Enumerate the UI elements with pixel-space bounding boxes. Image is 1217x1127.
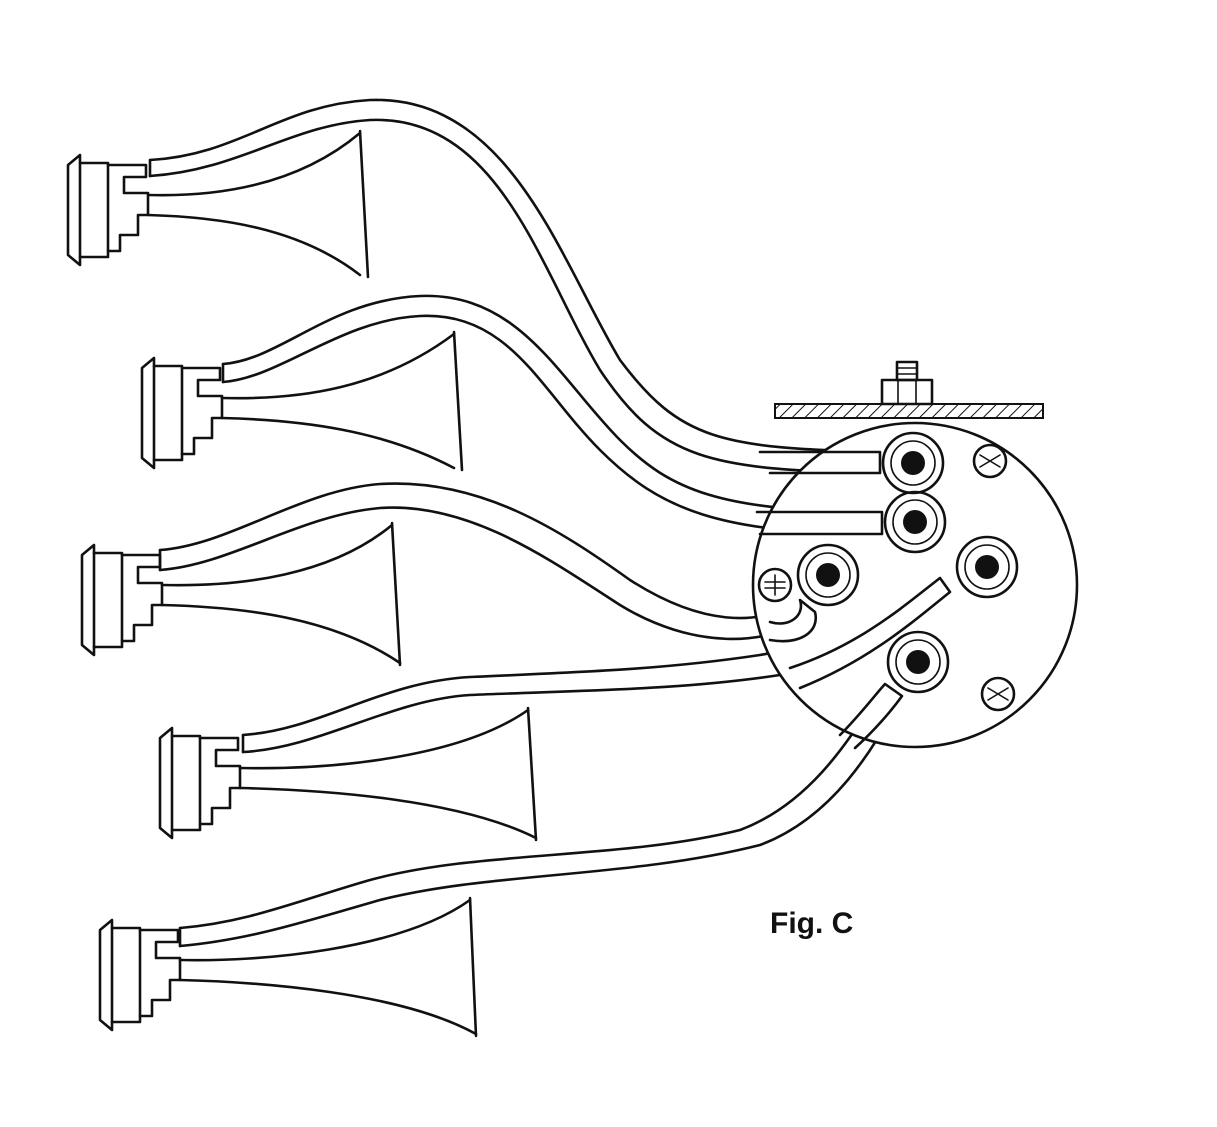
manifold-screw-2 xyxy=(757,567,793,603)
trumpet-3 xyxy=(80,521,402,667)
trumpet-1 xyxy=(66,129,370,279)
manifold-body xyxy=(751,421,1079,749)
mounting-nut xyxy=(880,360,934,406)
manifold-screw-3 xyxy=(980,676,1016,712)
manifold-screw-1 xyxy=(972,443,1008,479)
trumpet-4 xyxy=(158,706,538,842)
manifold-port-4 xyxy=(955,535,1019,599)
manifold-port-2 xyxy=(883,490,947,554)
tube-1 xyxy=(148,98,882,475)
mounting-bracket xyxy=(774,403,1044,419)
manifold-port-5 xyxy=(886,630,950,694)
tube-3 xyxy=(158,482,817,641)
trumpet-2 xyxy=(140,330,464,472)
manifold-port-3 xyxy=(796,543,860,607)
trumpet-5 xyxy=(98,896,478,1038)
air-manifold xyxy=(751,360,1079,750)
figure-caption: Fig. C xyxy=(770,907,853,940)
tube-ends-on-manifold xyxy=(755,450,952,750)
